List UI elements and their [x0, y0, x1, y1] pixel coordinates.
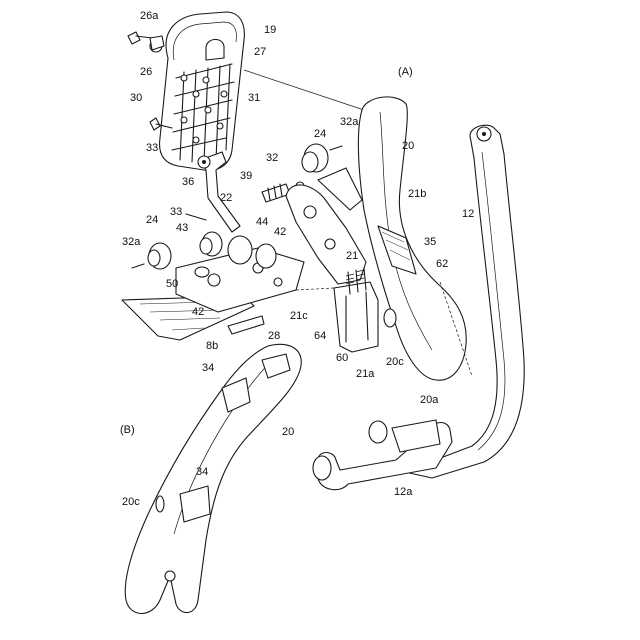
- ref-35: 35: [424, 236, 436, 248]
- ref-62: 62: [436, 258, 448, 270]
- ref-12: 12: [462, 208, 474, 220]
- ref-20a: 20a: [420, 394, 438, 406]
- leader-plate-to-arm: [244, 70, 370, 112]
- ref-24-left: 24: [146, 214, 158, 226]
- ref-36: 36: [182, 176, 194, 188]
- leader-assembly-to-arm: [296, 288, 334, 290]
- ref-34-bottom: 34: [196, 466, 208, 478]
- ref-64: 64: [314, 330, 326, 342]
- back-plate-19: [160, 12, 245, 170]
- ref-21b: 21b: [408, 188, 426, 200]
- view-b-label: (B): [120, 424, 135, 436]
- ref-32: 32: [266, 152, 278, 164]
- screw-26a: [128, 32, 164, 52]
- ref-27: 27: [254, 46, 266, 58]
- plate-top-bracket-27: [206, 39, 224, 60]
- ref-50: 50: [166, 278, 178, 290]
- knob-24-top: [302, 144, 342, 172]
- ref-22: 22: [220, 192, 232, 204]
- ref-39: 39: [240, 170, 252, 182]
- ref-21a: 21a: [356, 368, 374, 380]
- ref-24-top: 24: [314, 128, 326, 140]
- ref-28: 28: [268, 330, 280, 342]
- ref-20c-right: 20c: [386, 356, 404, 368]
- ref-32a-top: 32a: [340, 116, 358, 128]
- ref-32a-left: 32a: [122, 236, 140, 248]
- ref-26: 26: [140, 66, 152, 78]
- ref-21c: 21c: [290, 310, 308, 322]
- ref-34-top: 34: [202, 362, 214, 374]
- ref-42-top: 42: [274, 226, 286, 238]
- ref-20c-b: 20c: [122, 496, 140, 508]
- ref-8b: 8b: [206, 340, 218, 352]
- ref-43: 43: [176, 222, 188, 234]
- ref-44: 44: [256, 216, 268, 228]
- ref-12a: 12a: [394, 486, 412, 498]
- ref-19: 19: [264, 24, 276, 36]
- ref-42-bottom: 42: [192, 306, 204, 318]
- frame-base-12a: [313, 420, 452, 490]
- ref-31: 31: [248, 92, 260, 104]
- ref-21: 21: [346, 250, 358, 262]
- ref-30: 30: [130, 92, 142, 104]
- view-a-label: (A): [398, 66, 413, 78]
- ref-60: 60: [336, 352, 348, 364]
- ref-33-top: 33: [146, 142, 158, 154]
- armrest-20-view-b: [125, 344, 301, 613]
- ref-20-b: 20: [282, 426, 294, 438]
- ref-20-top: 20: [402, 140, 414, 152]
- ref-26a: 26a: [140, 10, 158, 22]
- ref-33-mid: 33: [170, 206, 182, 218]
